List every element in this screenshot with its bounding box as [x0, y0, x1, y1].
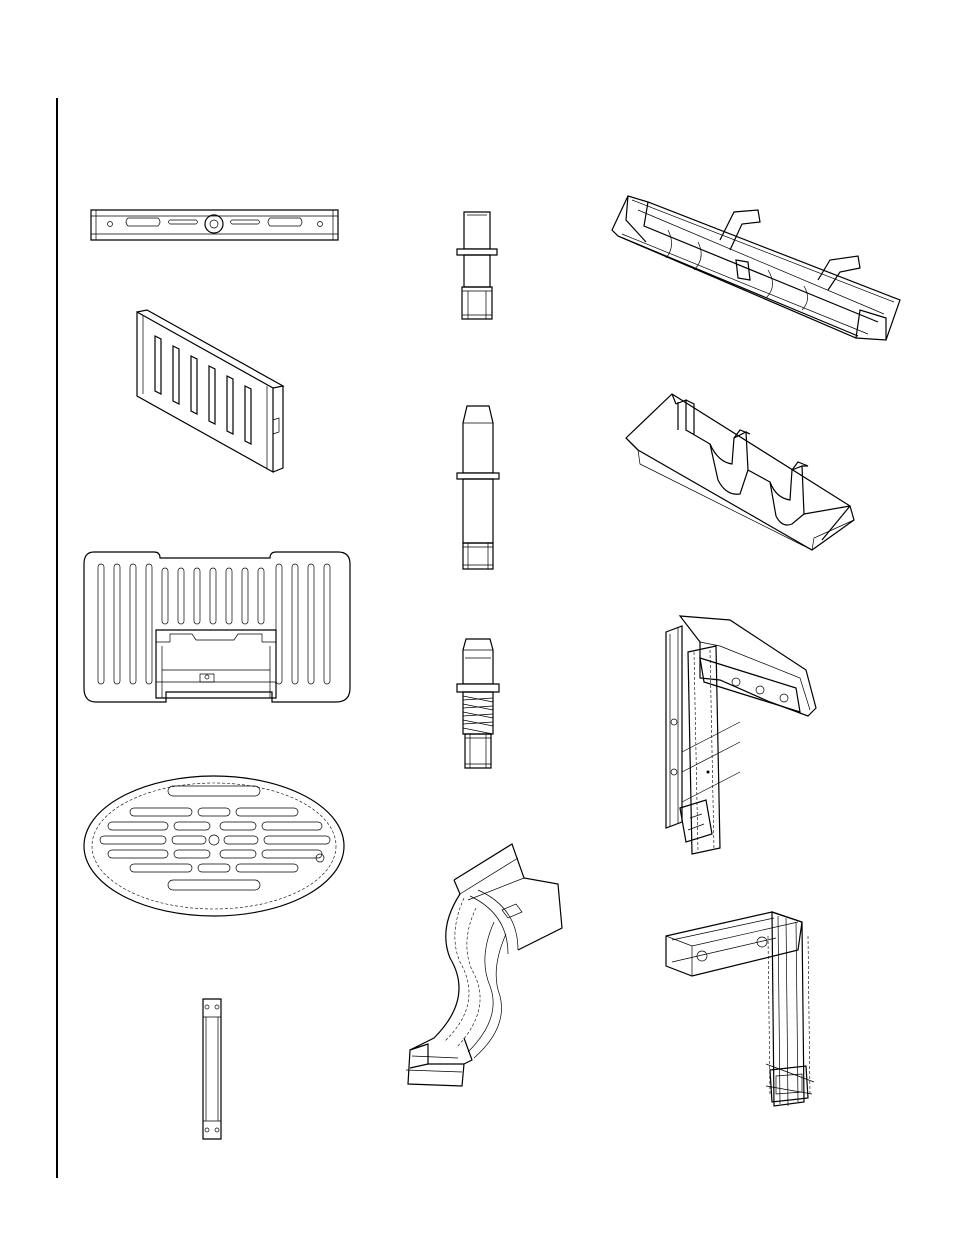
- narrow-strap-drawing: [198, 995, 226, 1143]
- curved-support-bracket-drawing: [398, 838, 564, 1088]
- oval-grate-drawing: [80, 772, 348, 920]
- mounting-bracket-assembly-drawing: [660, 612, 828, 858]
- margin-rule: [56, 98, 58, 1178]
- trough-assembly-drawing: [608, 190, 904, 350]
- notched-base-block-drawing: [622, 390, 862, 554]
- rectangular-grate-drawing: [80, 546, 354, 706]
- threaded-shaft-pin-drawing: [453, 636, 503, 772]
- long-shaft-pin-drawing: [453, 403, 503, 571]
- slotted-bracket-bar-drawing: [88, 206, 342, 244]
- l-bracket-wireframe-drawing: [662, 906, 820, 1110]
- grate-bar-block-drawing: [133, 308, 285, 476]
- short-shaft-pin-drawing: [454, 209, 500, 323]
